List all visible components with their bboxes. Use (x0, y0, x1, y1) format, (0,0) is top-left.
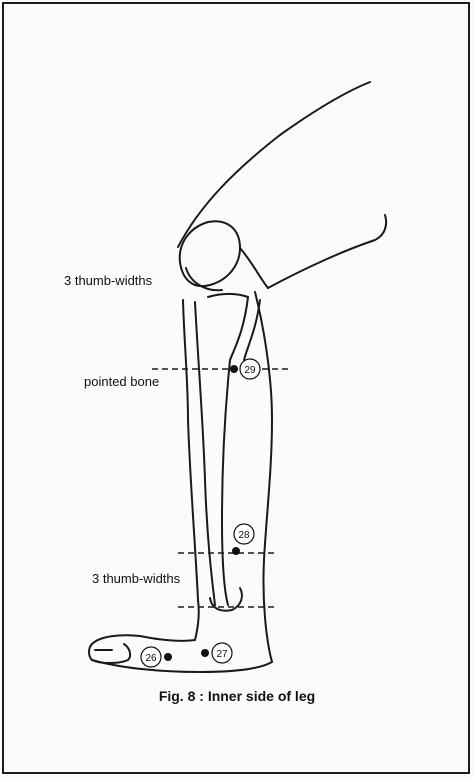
inner-bone-2 (243, 299, 261, 361)
ankle-bone (209, 587, 243, 612)
knee-joint (207, 293, 249, 298)
inner-bone (221, 296, 249, 606)
point-29-badge (239, 358, 261, 380)
point-28-label: 28 (238, 530, 250, 541)
big-toe (88, 643, 132, 664)
point-28-badge (233, 523, 255, 545)
point-26-label: 26 (145, 653, 157, 664)
point-29-dot (230, 365, 238, 373)
point-29: 29 (230, 358, 261, 380)
point-29-label: 29 (244, 365, 256, 376)
thigh-outline-bottom (267, 214, 388, 289)
point-26-badge (140, 646, 162, 668)
page-border (2, 2, 470, 774)
point-27-dot (201, 649, 209, 657)
point-28: 28 (232, 523, 255, 555)
tibia-line (194, 301, 216, 606)
figure-caption: Fig. 8 : Inner side of leg (158, 688, 316, 704)
point-26: 26 (140, 646, 172, 668)
upper-thumb-widths-label: 3 thumb-widths (64, 273, 153, 288)
foot-top (91, 634, 196, 645)
kneecap-inner (185, 267, 223, 292)
knee-back (239, 247, 269, 289)
shin-front (182, 299, 200, 641)
point-28-dot (232, 547, 240, 555)
calf-outline (254, 291, 273, 663)
point-27-label: 27 (216, 649, 228, 660)
foot-sole (91, 659, 273, 673)
pointed-bone-label: pointed bone (84, 374, 160, 389)
point-26-dot (164, 653, 172, 661)
point-27-badge (211, 642, 233, 664)
thigh-outline-top (177, 81, 371, 248)
point-27: 27 (201, 642, 233, 664)
lower-thumb-widths-label: 3 thumb-widths (92, 571, 181, 586)
